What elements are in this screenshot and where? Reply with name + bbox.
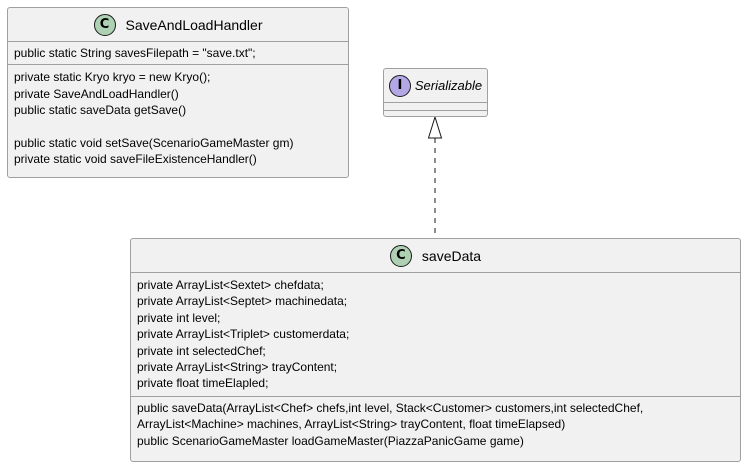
class-header: C SaveAndLoadHandler — [8, 8, 348, 41]
field: private ArrayList<Septet> machinedata; — [137, 294, 348, 309]
method: private SaveAndLoadHandler() — [14, 86, 179, 101]
field: private ArrayList<Triplet> customerdata; — [137, 327, 350, 342]
class-stereotype-icon: C — [93, 13, 116, 36]
class-name: saveData — [421, 247, 482, 264]
class-header: C saveData — [131, 239, 740, 272]
method: public saveData(ArrayList<Chef> chefs,in… — [137, 400, 644, 415]
method: private static void saveFileExistenceHan… — [14, 152, 257, 167]
field: private float timeElapled; — [137, 376, 269, 391]
method: public static void setSave(ScenarioGameM… — [14, 136, 294, 151]
method-spacer — [14, 119, 342, 135]
field: private ArrayList<Sextet> chefdata; — [137, 278, 324, 292]
field: private int level; — [137, 310, 221, 325]
class-methods: private static Kryo kryo = new Kryo(); p… — [8, 64, 348, 170]
class-name: SaveAndLoadHandler — [125, 16, 263, 33]
class-save-data[interactable]: C saveData private ArrayList<Sextet> che… — [130, 238, 741, 462]
class-fields: private ArrayList<Sextet> chefdata; priv… — [131, 272, 740, 396]
interface-methods — [384, 110, 487, 116]
method: public ScenarioGameMaster loadGameMaster… — [137, 433, 524, 448]
interface-header: I Serializable — [384, 69, 487, 102]
realization-arrowhead — [427, 115, 443, 139]
field: private int selectedChef; — [137, 343, 266, 358]
class-methods: public saveData(ArrayList<Chef> chefs,in… — [131, 395, 740, 452]
interface-fields — [384, 102, 487, 110]
field: private ArrayList<String> trayContent; — [137, 360, 338, 375]
class-fields: public static String savesFilepath = "sa… — [8, 41, 348, 64]
interface-serializable[interactable]: I Serializable — [383, 68, 488, 117]
interface-name: Serializable — [414, 78, 483, 93]
method: private static Kryo kryo = new Kryo(); — [14, 70, 211, 85]
interface-stereotype-icon: I — [388, 74, 411, 97]
field: public static String savesFilepath = "sa… — [14, 46, 256, 60]
method: public static saveData getSave() — [14, 103, 187, 118]
class-save-and-load-handler[interactable]: C SaveAndLoadHandler public static Strin… — [7, 7, 349, 178]
class-stereotype-icon: C — [389, 244, 412, 267]
method: ArrayList<Machine> machines, ArrayList<S… — [137, 417, 566, 432]
